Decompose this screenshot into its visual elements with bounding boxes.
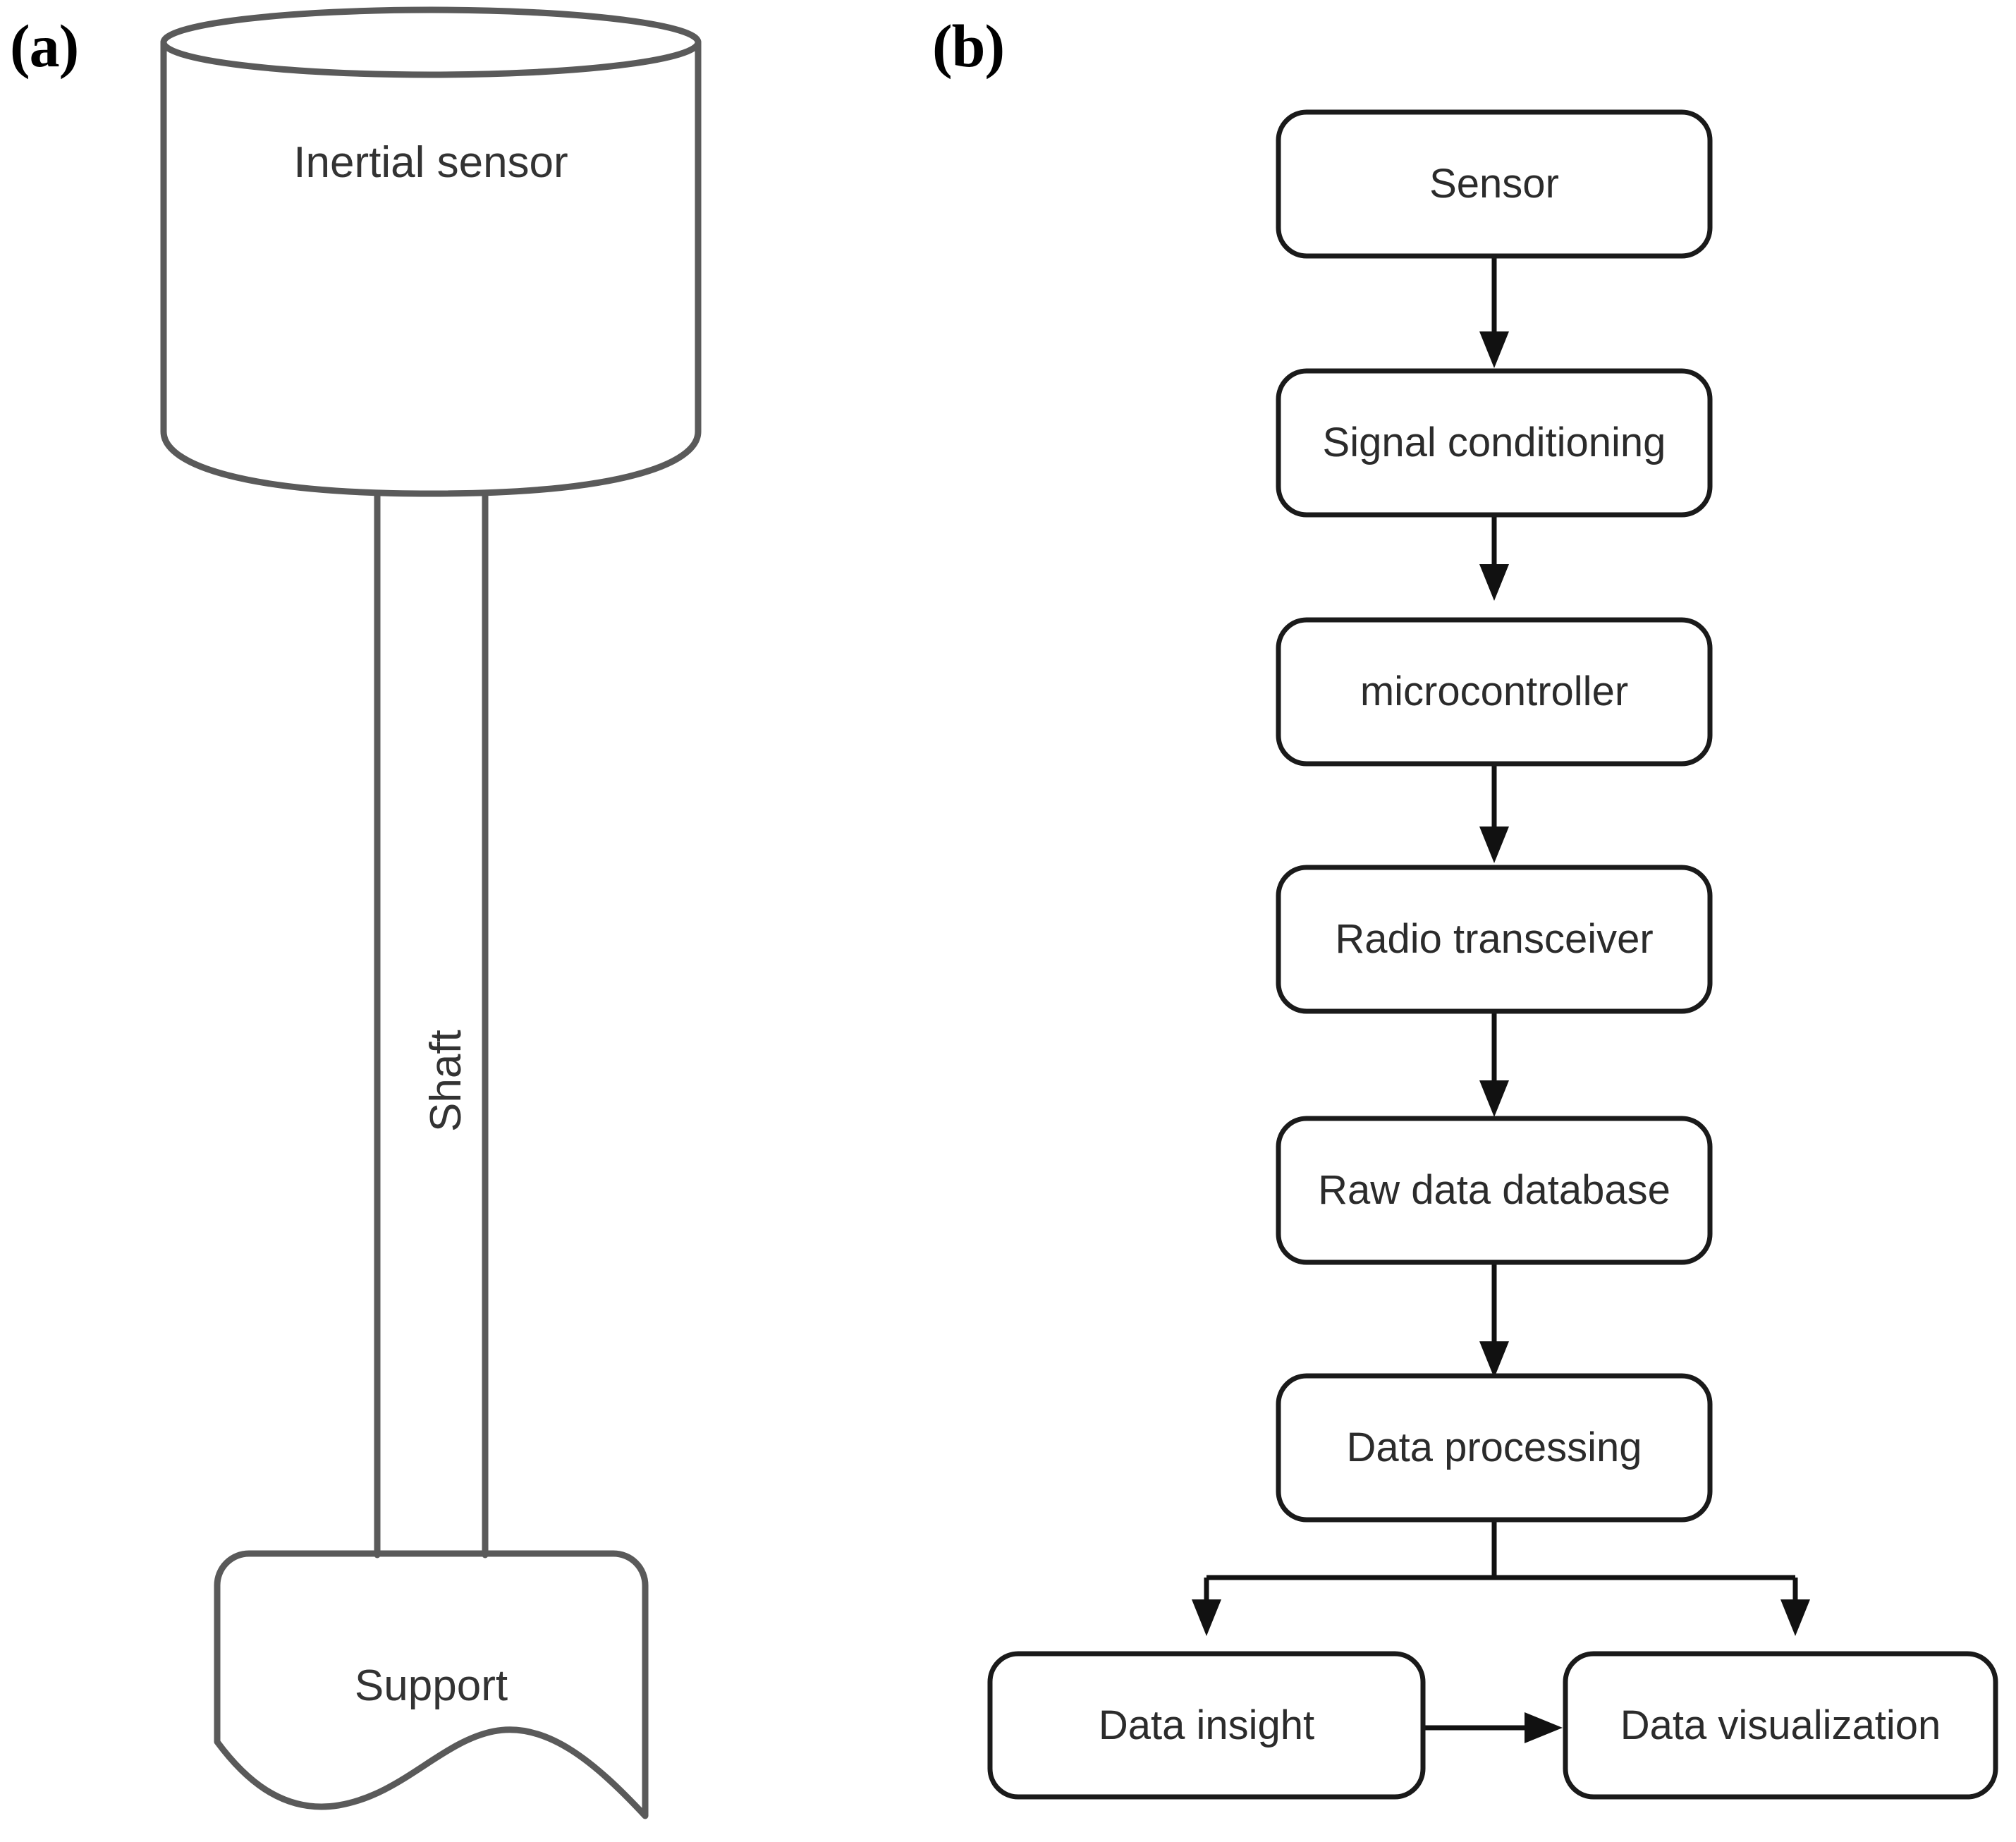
flow-box-data-insight[interactable] <box>987 1651 1426 1800</box>
flow-label-data-visualization: Data visualization <box>1620 1702 1941 1748</box>
flow-box-data-visualization[interactable] <box>1563 1651 1998 1800</box>
flow-label-radio-transceiver: Radio transceiver <box>1335 916 1654 962</box>
flow-box-data-processing[interactable] <box>1276 1373 1713 1523</box>
support-label: Support <box>354 1661 508 1710</box>
edge-data-processing-split <box>1192 1520 1810 1636</box>
flow-label-sensor: Sensor <box>1429 161 1559 207</box>
inertial-sensor-shape <box>160 6 702 497</box>
flow-box-raw-data-database[interactable] <box>1276 1116 1713 1265</box>
flow-label-data-processing: Data processing <box>1346 1425 1642 1470</box>
panel-label-b: (b) <box>932 12 1005 80</box>
edge-microcontroller-to-radio-transceiver <box>1479 764 1509 863</box>
flow-label-signal-conditioning: Signal conditioning <box>1322 420 1666 465</box>
edge-raw-data-database-to-data-processing <box>1479 1262 1509 1378</box>
flow-box-signal-conditioning[interactable] <box>1276 368 1713 518</box>
edge-sensor-to-signal-conditioning <box>1479 256 1509 368</box>
panel-label-a: (a) <box>10 12 79 80</box>
edge-data-insight-to-data-visualization <box>1423 1712 1563 1743</box>
flow-box-radio-transceiver[interactable] <box>1276 865 1713 1014</box>
edge-radio-transceiver-to-raw-data-database <box>1479 1011 1509 1117</box>
flow-label-microcontroller: microcontroller <box>1360 669 1629 714</box>
flow-label-raw-data-database: Raw data database <box>1318 1167 1670 1213</box>
support-shape <box>214 1550 649 1819</box>
flow-box-sensor[interactable] <box>1276 109 1713 259</box>
shaft-shape <box>374 490 489 1559</box>
inertial-sensor-label: Inertial sensor <box>293 138 568 187</box>
edge-signal-conditioning-to-microcontroller <box>1479 515 1509 601</box>
flow-label-data-insight: Data insight <box>1098 1702 1315 1748</box>
flow-box-microcontroller[interactable] <box>1276 617 1713 767</box>
